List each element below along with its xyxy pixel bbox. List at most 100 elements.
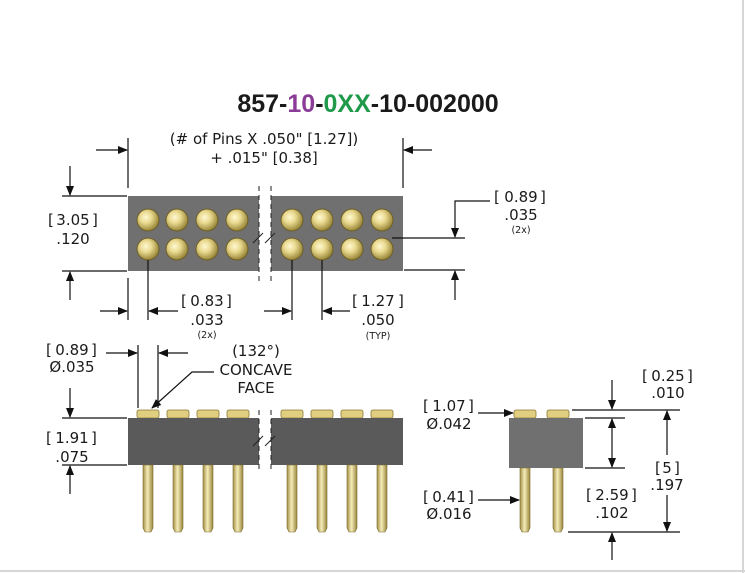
pin-head <box>340 409 364 419</box>
opening-dia-mm: 0.89 <box>55 341 88 359</box>
height-mm: 3.05 <box>56 211 89 229</box>
pin-contact <box>136 208 160 232</box>
side-break-slash-2 <box>264 435 276 447</box>
top-break-slash-2 <box>264 232 276 244</box>
concave-label: CONCAVE <box>219 361 292 379</box>
head-height-in: .010 <box>651 384 684 402</box>
part-number-pins: 10 <box>287 90 315 118</box>
tail-dia-mm-close: ] <box>468 488 474 506</box>
side-housing-right <box>271 418 403 465</box>
side-pin-heads <box>136 409 394 419</box>
head-height-leader <box>612 385 640 410</box>
tail-dia-in: Ø.016 <box>426 505 471 523</box>
body-height-mm: 1.91 <box>55 429 88 447</box>
head-dia-mm: 1.07 <box>432 397 465 415</box>
part-number-plating: 0XX <box>324 90 372 118</box>
pin-dia-mm-open: [ <box>494 188 500 206</box>
end-pin-head <box>546 409 570 419</box>
opening-dia-in: Ø.035 <box>49 358 94 376</box>
pin-tail <box>172 464 184 533</box>
height-in: .120 <box>56 230 89 248</box>
pin-contact <box>280 237 304 261</box>
total-height-mm-close: ] <box>674 459 680 477</box>
row-pitch-note: (2x) <box>197 330 216 341</box>
head-height-mm-open: [ <box>642 367 648 385</box>
part-number-dash: - <box>315 90 323 118</box>
height-mm-close: ] <box>92 211 98 229</box>
head-height-mm-close: ] <box>687 367 693 385</box>
head-height-mm: 0.25 <box>651 367 684 385</box>
pin-contact <box>310 237 334 261</box>
pin-dia-mm: 0.89 <box>504 188 537 206</box>
pitch-note: (TYP) <box>366 331 391 342</box>
pin-contact <box>310 208 334 232</box>
pin-tail <box>232 464 244 533</box>
tail-length-in: .102 <box>595 504 628 522</box>
row-pitch-mm-close: ] <box>226 292 232 310</box>
pin-contact <box>370 208 394 232</box>
total-height-mm: 5 <box>662 459 672 477</box>
body-height-in: .075 <box>55 448 88 466</box>
pin-tail <box>346 464 358 533</box>
tail-dia-mm-open: [ <box>423 488 429 506</box>
pin-head <box>136 409 160 419</box>
side-view: [ 0.89 ] Ø.035 (132°) CONCAVE FACE <box>46 341 403 533</box>
pin-contact <box>136 237 160 261</box>
end-pin-head <box>513 409 537 419</box>
pin-dia-leader <box>451 200 490 238</box>
pin-tail <box>376 464 388 533</box>
end-pin-tail <box>519 467 531 533</box>
pin-head <box>166 409 190 419</box>
tail-length-mm-open: [ <box>586 486 592 504</box>
opening-dia-mm-close: ] <box>91 341 97 359</box>
pin-contact <box>225 237 249 261</box>
pin-contact <box>280 208 304 232</box>
top-view: (# of Pins X .050" [1.27]) + .015" [0.38… <box>48 130 546 342</box>
tail-dia-mm: 0.41 <box>432 488 465 506</box>
pin-contact <box>165 208 189 232</box>
pin-tail <box>316 464 328 533</box>
opening-dia-mm-open: [ <box>46 341 52 359</box>
part-number: 857-10-0XX-10-002000 <box>237 90 498 118</box>
row-pitch-in: .033 <box>190 311 223 329</box>
pin-head <box>280 409 304 419</box>
length-formula-line2: + .015" [0.38] <box>210 149 318 167</box>
pitch-mm-close: ] <box>398 292 404 310</box>
row-pitch-mm-open: [ <box>181 292 187 310</box>
tail-length-mm-close: ] <box>631 486 637 504</box>
pin-dia-in: .035 <box>504 206 537 224</box>
total-height-mm-open: [ <box>655 459 661 477</box>
pin-tail <box>142 464 154 533</box>
pin-dia-mm-close: ] <box>540 188 546 206</box>
tail-length-mm: 2.59 <box>595 486 628 504</box>
pitch-mm: 1.27 <box>361 292 394 310</box>
end-view: [ 1.07 ] Ø.042 [ 0.41 ] Ø.016 [ 0.25 ] .… <box>423 367 693 560</box>
total-height-in: .197 <box>650 476 683 494</box>
body-height-mm-open: [ <box>46 429 52 447</box>
pin-head <box>370 409 394 419</box>
pin-head <box>196 409 220 419</box>
side-break-slash-1 <box>252 435 264 447</box>
pin-tail <box>202 464 214 533</box>
pin-contact <box>340 208 364 232</box>
pin-tail <box>286 464 298 533</box>
top-break-slash-1 <box>252 232 264 244</box>
head-dia-mm-close: ] <box>468 397 474 415</box>
pin-head <box>310 409 334 419</box>
pitch-mm-open: [ <box>352 292 358 310</box>
pin-row-top <box>136 208 394 232</box>
concave-leader <box>151 371 214 409</box>
pin-contact <box>195 208 219 232</box>
side-pin-tails <box>142 464 388 533</box>
angle-label: (132°) <box>232 342 280 360</box>
pitch-in: .050 <box>361 311 394 329</box>
side-housing-left <box>128 418 259 465</box>
pin-contact <box>225 208 249 232</box>
end-housing <box>509 418 583 468</box>
row-pitch-mm: 0.83 <box>190 292 223 310</box>
pin-contact <box>195 237 219 261</box>
pin-row-bottom <box>136 237 394 261</box>
head-dia-in: Ø.042 <box>426 415 471 433</box>
pin-dia-note: (2x) <box>511 225 530 236</box>
body-height-mm-close: ] <box>91 429 97 447</box>
